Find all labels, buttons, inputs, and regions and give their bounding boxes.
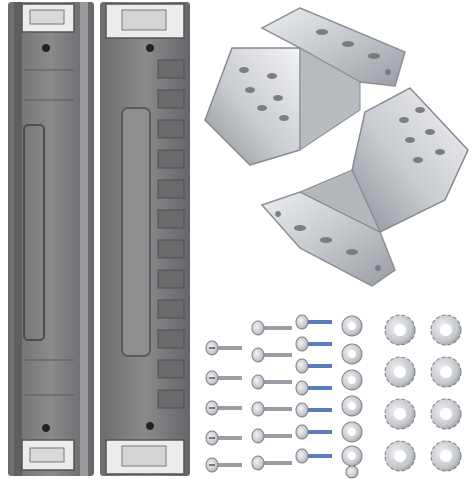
small-screws: [205, 340, 242, 473]
medium-screws: [251, 320, 292, 471]
small-lock-washers: [341, 315, 363, 479]
blue-patch-screws: [295, 314, 332, 464]
bracket-bottom: [260, 87, 469, 287]
left-rail: [8, 2, 94, 476]
large-lock-washers: [384, 314, 462, 472]
right-rail: [100, 2, 190, 476]
bracket-top: [204, 7, 406, 166]
